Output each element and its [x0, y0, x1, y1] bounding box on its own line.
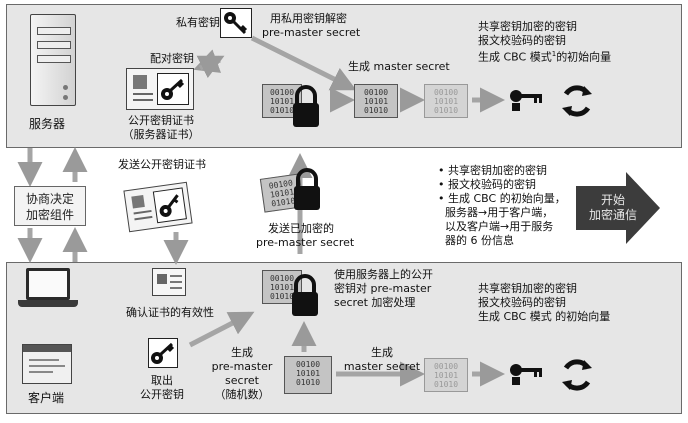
- server-derived-2: 报文校验码的密钥: [478, 34, 566, 47]
- verify-cert-label: 确认证书的有效性: [126, 306, 214, 319]
- client-padlock-icon: [290, 274, 320, 318]
- cert-label-1: 公开密钥证书: [128, 114, 194, 127]
- master-secret-block: 00100 10101 01010: [354, 84, 398, 118]
- decrypt-label-1: 用私用密钥解密: [270, 12, 347, 25]
- client-window-icon: [22, 344, 72, 384]
- gen-ms-label-1: 生成: [371, 346, 393, 359]
- key-icon: [506, 88, 546, 112]
- generate-master-label: 生成 master secret: [348, 60, 450, 73]
- send-cert-label: 发送公开密钥证书: [118, 158, 206, 171]
- take-key-label-1: 取出: [151, 374, 173, 387]
- send-encrypted-label-2: pre-master secret: [256, 236, 355, 249]
- gen-ms-label-2: master secret: [343, 360, 421, 373]
- bullet-item: • 生成 CBC 的初始向量，: [438, 192, 566, 205]
- public-key-icon: [148, 338, 178, 368]
- encrypt-label-2: 密钥对 pre-master: [334, 282, 432, 295]
- encrypt-label-3: secret 加密处理: [334, 296, 416, 309]
- private-key-icon: [220, 8, 252, 38]
- server-icon: [30, 14, 76, 106]
- client-label: 客户端: [28, 391, 65, 405]
- decrypt-label-2: pre-master secret: [262, 26, 361, 39]
- negotiate-cipher-suite-box: 协商决定 加密组件: [14, 186, 86, 226]
- gen-pms-label-3: secret: [225, 374, 259, 387]
- cycle-arrows-icon: [558, 82, 596, 120]
- gen-pms-label-4: （随机数）: [214, 388, 270, 401]
- server-label: 服务器: [29, 117, 66, 131]
- server-certificate-icon: [126, 68, 194, 110]
- padlock-icon: [290, 84, 322, 130]
- bullet-item: • 报文校验码的密钥: [438, 178, 536, 191]
- sent-padlock-icon: [292, 168, 322, 212]
- client-key-icon: [506, 362, 546, 386]
- encrypt-label-1: 使用服务器上的公开: [334, 268, 433, 281]
- take-key-label-2: 公开密钥: [140, 388, 184, 401]
- bullet-item: 以及客户端→用于服务: [445, 220, 554, 233]
- server-derived-1: 共享密钥加密的密钥: [478, 20, 577, 33]
- pms-random-block: 00100 10101 01010: [284, 356, 332, 394]
- client-derived-3: 生成 CBC 模式 的初始向量: [478, 310, 611, 323]
- derived-block: 00100 10101 01010: [424, 84, 468, 118]
- gen-pms-label-1: 生成: [231, 346, 253, 359]
- pair-key-label: 配对密钥: [150, 52, 194, 65]
- client-derived-1: 共享密钥加密的密钥: [478, 282, 577, 295]
- server-derived-3: 生成 CBC 模式1的初始向量: [478, 50, 612, 64]
- bullet-item: 器的 6 份信息: [445, 234, 514, 247]
- send-encrypted-label-1: 发送已加密的: [268, 222, 334, 235]
- bullet-item: • 共享密钥加密的密钥: [438, 164, 547, 177]
- start-encryption-arrow: [576, 172, 660, 244]
- sent-certificate-icon: [123, 181, 193, 233]
- client-cycle-arrows-icon: [558, 356, 596, 394]
- session-keys-list: • 共享密钥加密的密钥 • 报文校验码的密钥 • 生成 CBC 的初始向量， 服…: [438, 164, 566, 248]
- laptop-base: [18, 300, 78, 307]
- laptop-icon: [26, 268, 70, 300]
- cert-label-2: （服务器证书）: [122, 128, 200, 141]
- gen-pms-label-2: pre-master: [211, 360, 273, 373]
- bullet-item: 服务器→用于客户端，: [445, 206, 554, 219]
- client-derived-block: 00100 10101 01010: [424, 358, 468, 392]
- cert-check-icon: [152, 268, 186, 296]
- private-key-label: 私有密钥: [176, 16, 220, 29]
- client-derived-2: 报文校验码的密钥: [478, 296, 566, 309]
- start-encryption-label: 开始 加密通信: [588, 193, 637, 222]
